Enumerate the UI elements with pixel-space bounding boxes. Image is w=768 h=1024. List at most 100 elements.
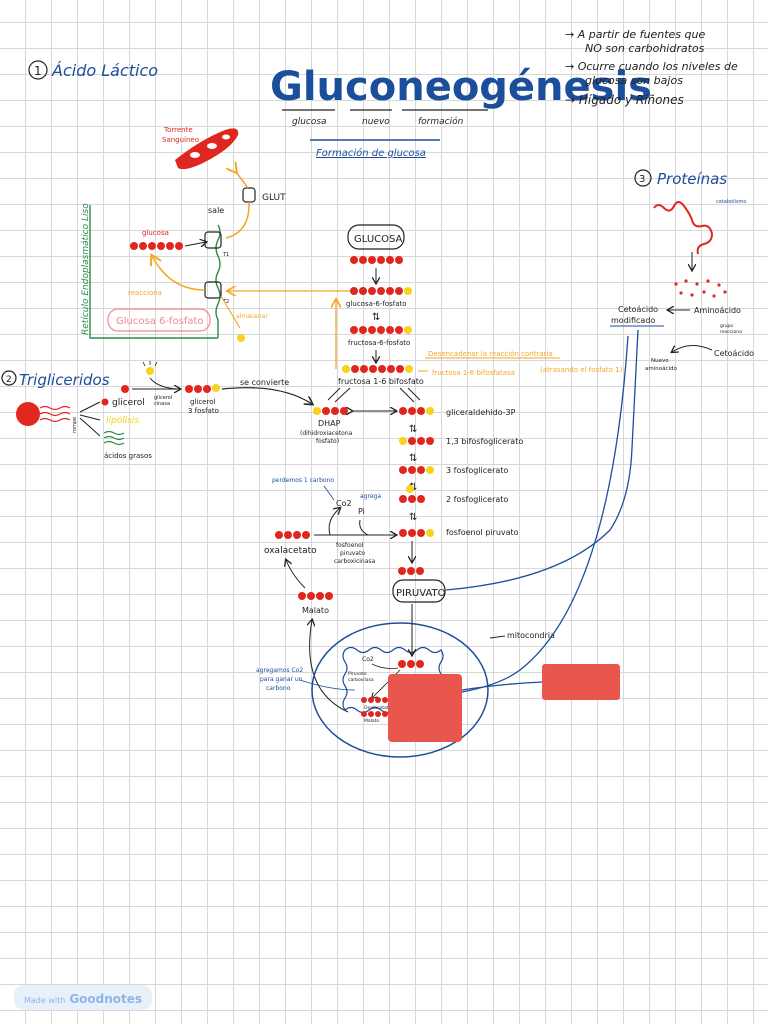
reacciona-label: reacciona [128, 289, 162, 297]
section-1-number: 1 [34, 64, 42, 78]
section-2-circle [1, 370, 17, 386]
glucose-chain-er [130, 242, 183, 250]
gap-label: gliceraldehido-3P [446, 408, 516, 417]
dhap-full-1: (dihidroxiacetona [300, 430, 353, 437]
glucose-molecule [350, 256, 403, 264]
pep-label: fosfoenol piruvato [446, 528, 519, 537]
perdemos-label: perdemos 1 carbono [272, 477, 334, 484]
glicerol-quinasa-label2: cinasa [154, 401, 170, 407]
fosfato3-label: 3 fosfato [188, 407, 219, 415]
f16b-label: fructosa 1-6 bifosfatasa [432, 369, 515, 377]
bpg-molecule [399, 437, 434, 445]
piruvato-box [392, 579, 446, 603]
split-arrows [79, 401, 101, 437]
arrow-co2-out [328, 508, 340, 536]
arrow-glut-exit [225, 201, 250, 239]
gap-molecule [399, 407, 434, 415]
pep-molecule [399, 529, 434, 537]
protein-strand-icon [653, 201, 714, 255]
glycerol-3p-molecule [185, 384, 220, 393]
piruvato-in-mito [398, 660, 424, 668]
equilibrium-5: ⇅ [409, 512, 417, 523]
oxal-in-mito [361, 697, 388, 703]
grupo-1: grupo [720, 323, 733, 329]
phosphate-dot [237, 334, 245, 342]
pepck-label-1: fosfoenol [336, 542, 364, 549]
arrow-cetoacido [672, 345, 713, 352]
sale-label: sale [208, 206, 224, 215]
co2-mito-label: Co2 [362, 656, 374, 663]
oxal-mito-label: Oxalacetato [364, 705, 391, 711]
glicerol-dot [101, 398, 109, 406]
arrow-pc [372, 669, 401, 698]
glicerol-label: glicerol [112, 398, 145, 408]
arrow-phosphate [149, 377, 179, 390]
title-part-nuevo: nuevo [362, 117, 390, 127]
agregamos-2: para ganar un [260, 676, 303, 683]
f16-label: fructosa 1-6 bifosfato [338, 377, 424, 386]
oxal-label: oxalacetato [264, 546, 317, 556]
f16bp-molecule [342, 365, 413, 373]
arrows-to-dhap [327, 387, 351, 403]
g6p-molecule [350, 287, 412, 295]
proteins-to-piruvato [445, 329, 639, 591]
section-3-circle [634, 169, 652, 187]
note-1: → A partir de fuentes que [565, 28, 705, 41]
pepck-label-2: piruvato [340, 550, 365, 557]
link-to-block [461, 681, 543, 691]
glucosa-small-label: glucosa [142, 229, 169, 237]
lipolisis-label: lipólisis [106, 415, 139, 426]
triglyceride-icon [16, 402, 71, 426]
dhap-molecule [313, 407, 348, 415]
arrow-pi-in [359, 519, 369, 536]
phosphate-added [146, 367, 154, 375]
mitochondria-outer [311, 622, 489, 758]
co2-label: Co2 [336, 499, 352, 508]
g6p-pill [107, 308, 211, 332]
pc-label-1: Piruvato [348, 671, 367, 677]
acidos-label: ácidos grasos [104, 452, 152, 460]
bpg-label: 1,3 bifosfoglicerato [446, 437, 523, 446]
phosphate-sparkle [142, 361, 158, 367]
arrows-to-gap [399, 387, 421, 403]
agregamos-pointer [299, 679, 356, 691]
perdemos-arrow [323, 485, 335, 501]
section-3-number: 3 [639, 174, 645, 185]
piruvato-box-label: PIRUVATO [396, 588, 446, 599]
glucosa-box [347, 224, 405, 250]
note-3: → Ocurre cuando los niveles de [565, 60, 738, 73]
grupo-2: reacciona [720, 329, 742, 335]
section-2-number: 2 [6, 375, 12, 385]
page-subtitle: Formación de glucosa [316, 147, 426, 159]
title-part-formacion: formación [418, 116, 464, 127]
agregamos-1: agregamos Co2 [256, 667, 303, 674]
title-part-glucosa: glucosa [292, 117, 327, 127]
glicerol3-label: glicerol [190, 398, 215, 406]
oxalacetato-molecule [275, 531, 310, 539]
fatty-acid-icon [103, 430, 125, 446]
catabolismo-label: catabolismo [716, 199, 746, 205]
redacted-block-1 [388, 674, 462, 742]
malato-molecule [298, 592, 333, 600]
dhap-label: DHAP [318, 419, 341, 428]
agrega-label: agrega [360, 493, 381, 500]
equilibrium-3: ⇅ [409, 453, 417, 464]
desencadenar-label: Desencadenar la reacción contraria [428, 350, 553, 358]
arrow-almacenar [220, 295, 241, 329]
mito-label: mitocondria [507, 631, 555, 640]
f6p-label: fructosa-6-fosfato [348, 339, 410, 347]
glut-transporter-icon [242, 187, 256, 203]
g6p-label: glucosa-6-fosfato [346, 300, 407, 308]
arrow-se-convierte [221, 387, 312, 404]
glucosa-box-label: GLUCOSA [354, 234, 403, 245]
t1-label: T1 [222, 252, 229, 258]
almacenar-label: almacenar [236, 313, 268, 320]
section-1-circle [28, 60, 48, 80]
co2-mito-arrow [371, 663, 399, 669]
pg3-molecule [399, 466, 434, 474]
mito-pointer [489, 635, 506, 639]
arrow-glucose-t1 [184, 242, 206, 246]
note-5: → Hígado y Riñones [565, 93, 684, 107]
pg2-molecule [399, 485, 425, 503]
